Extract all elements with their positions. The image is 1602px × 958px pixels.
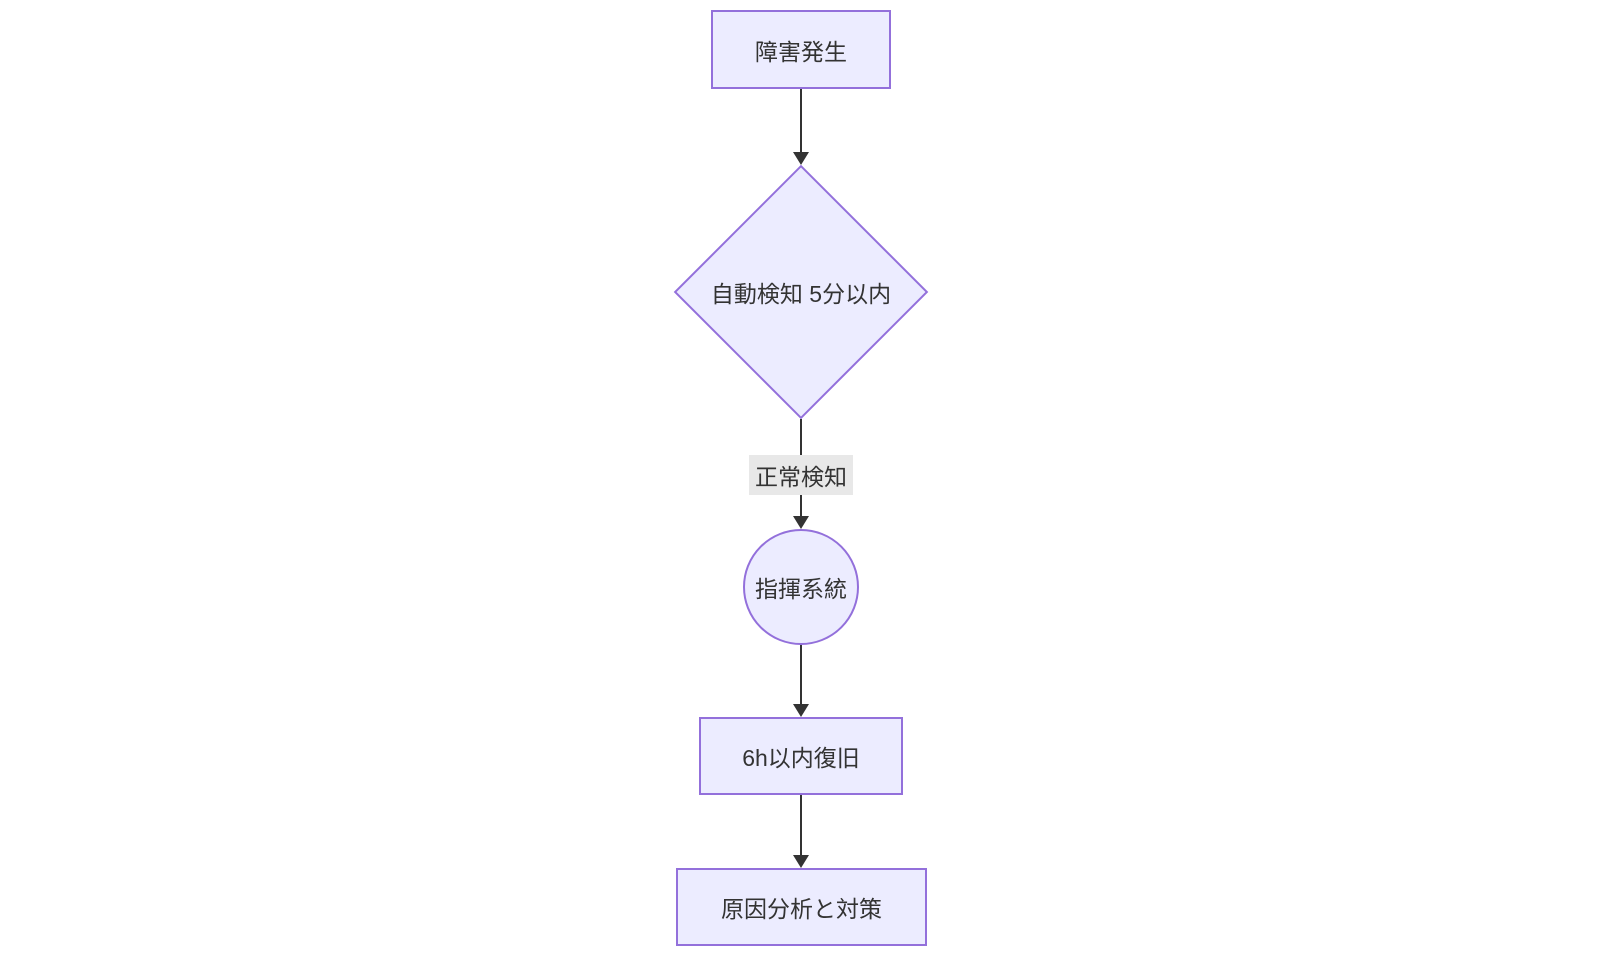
node-failure-occurs-label: 障害発生 [755, 38, 847, 65]
edge-d-to-e-line [800, 795, 802, 857]
arrowhead-icon [793, 855, 809, 868]
node-recovery-within-6h-label: 6h以内復旧 [742, 745, 860, 771]
node-failure-occurs: 障害発生 [711, 10, 891, 89]
arrowhead-icon [793, 152, 809, 165]
node-auto-detection-label: 自動検知 5分以内 [671, 272, 931, 312]
edge-label-normal-detection: 正常検知 [749, 455, 853, 495]
edge-c-to-d-line [800, 645, 802, 706]
node-cause-analysis: 原因分析と対策 [676, 868, 927, 946]
arrowhead-icon [793, 704, 809, 717]
node-auto-detection-text: 自動検知 5分以内 [710, 281, 892, 307]
node-command-system-label: 指揮系統 [755, 576, 847, 602]
edge-a-to-b-line [800, 89, 802, 154]
node-command-system: 指揮系統 [743, 529, 859, 645]
arrowhead-icon [793, 516, 809, 529]
node-recovery-within-6h: 6h以内復旧 [699, 717, 903, 795]
node-cause-analysis-label: 原因分析と対策 [721, 896, 882, 922]
